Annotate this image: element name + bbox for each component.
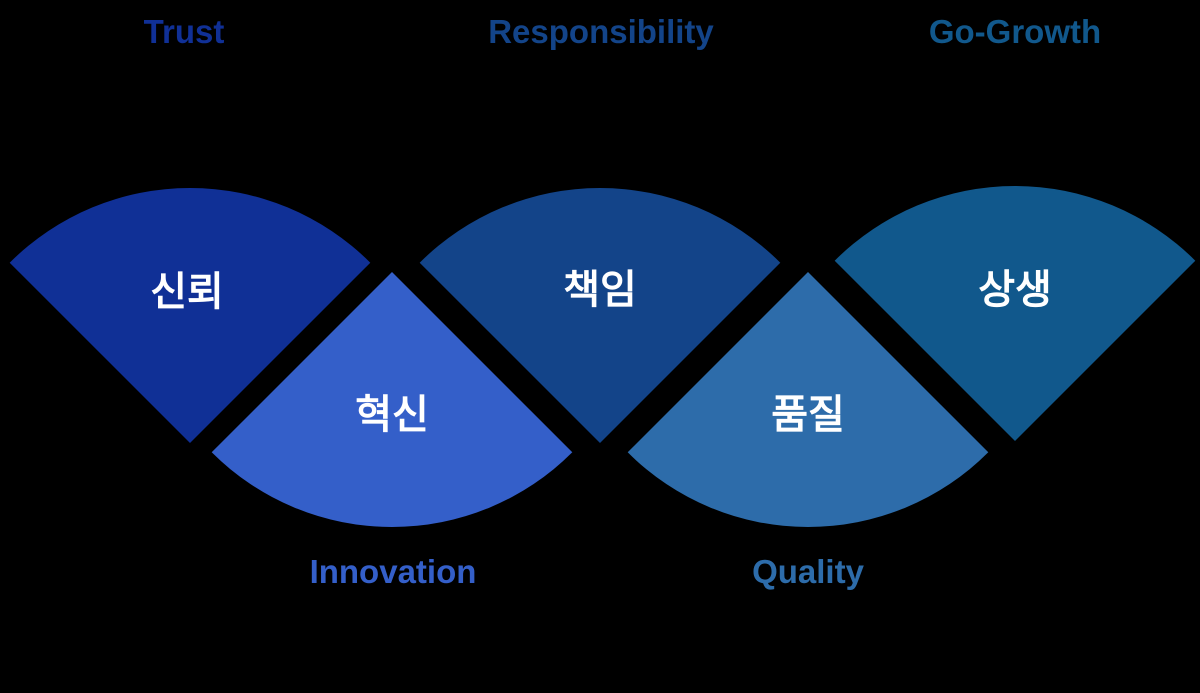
fan-responsibility-english-label: Responsibility xyxy=(488,13,714,50)
fan-innovation-english-label: Innovation xyxy=(310,553,477,590)
fan-quality-korean-label: 품질 xyxy=(771,393,845,437)
fan-quality-shape xyxy=(627,272,989,527)
fan-go-growth-shape xyxy=(834,186,1196,441)
fan-responsibility-shape xyxy=(419,188,781,443)
fan-trust-shape xyxy=(9,188,371,443)
fan-innovation-korean-label: 혁신 xyxy=(355,393,429,437)
fan-trust-english-label: Trust xyxy=(144,13,225,50)
fan-innovation-shape xyxy=(211,272,573,527)
fan-responsibility-korean-label: 책임 xyxy=(563,268,637,312)
fan-go-growth-english-label: Go-Growth xyxy=(929,13,1101,50)
fan-quality-english-label: Quality xyxy=(752,553,865,590)
fan-go-growth-korean-label: 상생 xyxy=(978,268,1052,312)
fan-trust-korean-label: 신뢰 xyxy=(150,270,224,314)
